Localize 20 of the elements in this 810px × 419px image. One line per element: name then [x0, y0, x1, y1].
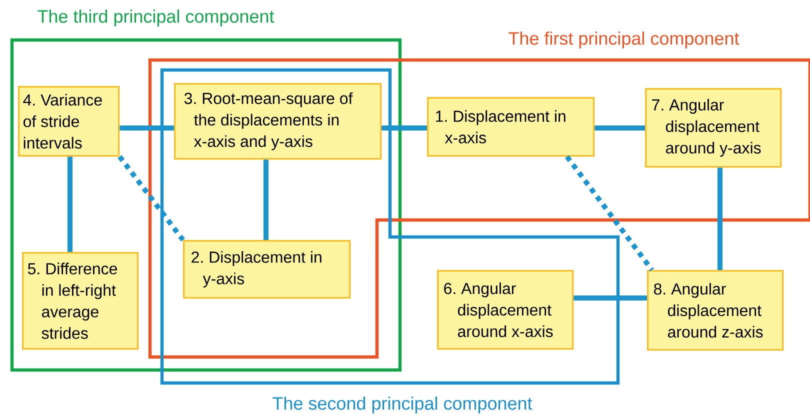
- variable-box: 2. Displacement in y-axis: [183, 240, 351, 299]
- variable-box: 7. Angular displacement around y-axis: [645, 88, 782, 168]
- connector-line: [118, 155, 185, 242]
- group-title: The second principal component: [272, 396, 532, 414]
- connector-line: [594, 126, 645, 130]
- connector-line: [68, 156, 72, 252]
- connector-line: [264, 160, 268, 240]
- connector-line: [574, 296, 647, 300]
- variable-box: 4. Variance of stride intervals: [18, 86, 120, 157]
- connector-line: [120, 126, 174, 130]
- variable-box: 3. Root-mean-square of the displacements in x-axis and y-axis: [174, 83, 382, 160]
- variable-box: 6. Angular displacement around x-axis: [437, 270, 574, 350]
- connector-line: [382, 126, 427, 130]
- variable-box: 1. Displacement in x-axis: [427, 97, 595, 157]
- group-title: The third principal component: [38, 10, 274, 26]
- group-title: The first principal component: [508, 32, 740, 48]
- connector-line: [565, 155, 654, 272]
- connector-line: [718, 168, 722, 270]
- variable-box: 5. Difference in left-right average strides: [22, 252, 139, 350]
- variable-box: 8. Angular displacement around z-axis: [647, 270, 784, 351]
